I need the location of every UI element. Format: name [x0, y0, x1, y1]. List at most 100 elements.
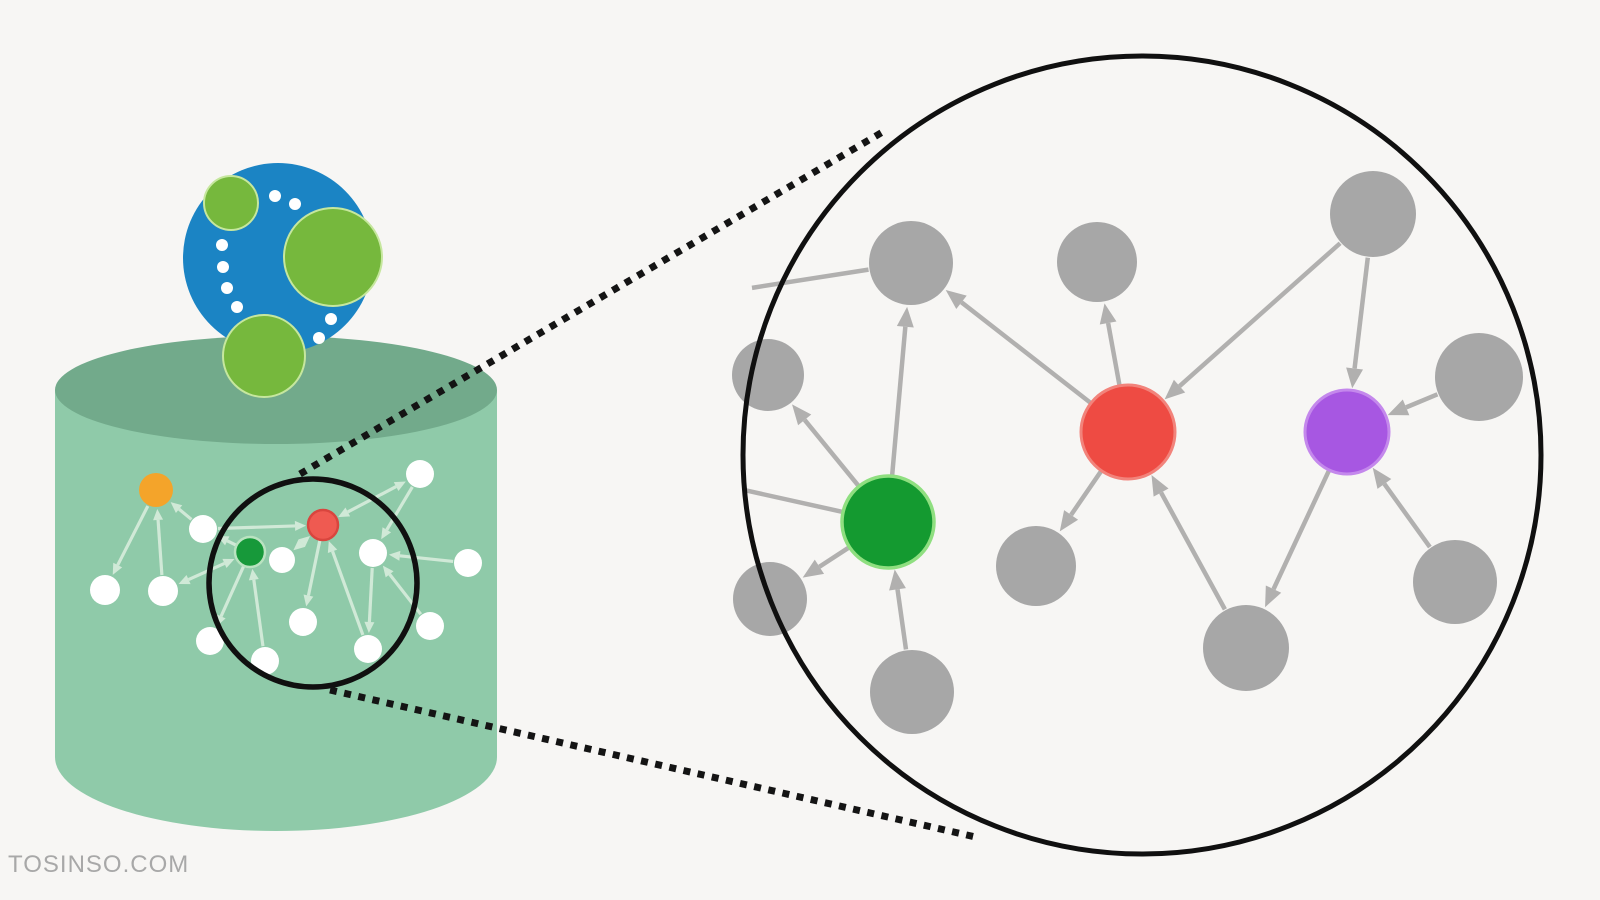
- graph-arrowhead: [364, 621, 375, 634]
- logo-white-dot: [231, 301, 243, 313]
- graph-arrowhead: [945, 290, 967, 310]
- dotted-connector-line: [329, 686, 981, 842]
- mini-graph: [90, 460, 482, 690]
- green-node: [840, 474, 936, 570]
- graph-arrowhead: [294, 520, 307, 531]
- graph-edge: [889, 326, 908, 476]
- graph-arrowhead: [1164, 379, 1186, 400]
- graph-edge: [960, 300, 1092, 405]
- graph-arrowhead: [1387, 399, 1410, 416]
- graph-edge: [1069, 470, 1103, 517]
- watermark-text: TOSINSO.COM: [8, 851, 190, 878]
- graph-edge: [1105, 322, 1122, 386]
- white-node: [251, 647, 279, 675]
- logo-green-bubble: [283, 207, 383, 307]
- gray-node: [869, 221, 953, 305]
- graph-edge: [818, 545, 850, 569]
- logo-white-dot: [269, 190, 281, 202]
- graph-edge: [252, 579, 265, 647]
- graph-edge: [1159, 491, 1227, 611]
- graph-arrowhead: [1346, 367, 1364, 389]
- graph-edge: [1271, 469, 1331, 591]
- graph-edge: [751, 267, 869, 291]
- dotted-connector-line: [298, 126, 888, 478]
- gray-node: [1330, 171, 1416, 257]
- graph-edge: [1352, 257, 1371, 369]
- logo-white-dot: [221, 282, 233, 294]
- graph-arrowhead: [303, 594, 314, 607]
- database-cylinder: [55, 336, 497, 831]
- gray-node: [1413, 540, 1497, 624]
- gray-node: [870, 650, 954, 734]
- gray-node: [1435, 333, 1523, 421]
- gray-node: [1057, 222, 1137, 302]
- graph-arrowhead: [381, 527, 392, 540]
- white-node: [269, 547, 295, 573]
- graph-arrowhead: [298, 536, 311, 547]
- white-node: [354, 635, 382, 663]
- graph-arrowhead: [112, 562, 123, 575]
- graph-edge: [156, 519, 164, 576]
- graph-arrowhead: [382, 565, 394, 578]
- graph-edge: [219, 565, 245, 618]
- graph-edge: [367, 567, 374, 623]
- graph-arrowhead: [889, 569, 906, 591]
- logo-white-dot: [217, 261, 229, 273]
- white-node: [196, 627, 224, 655]
- white-node: [289, 608, 317, 636]
- graph-edge: [187, 561, 226, 582]
- white-node: [406, 460, 434, 488]
- logo-green-bubble: [203, 175, 259, 231]
- white-node: [148, 576, 178, 606]
- logo-white-dot: [325, 313, 337, 325]
- graph-arrowhead: [222, 558, 235, 569]
- purple-node: [1303, 388, 1391, 476]
- graph-arrowhead: [792, 404, 812, 426]
- white-node: [454, 549, 482, 577]
- graph-arrowhead: [1151, 475, 1169, 497]
- white-node: [90, 575, 120, 605]
- graph-edge: [217, 524, 296, 531]
- graph-arrowhead: [293, 539, 306, 551]
- white-node: [189, 515, 217, 543]
- graph-arrowhead: [170, 502, 183, 514]
- logo-white-dot: [216, 239, 228, 251]
- green-node: [233, 535, 267, 569]
- neo4j-logo: [183, 163, 383, 398]
- magnifier-lens-circle: [740, 53, 1544, 857]
- cylinder-body: [55, 390, 497, 831]
- red-node: [1079, 383, 1177, 481]
- graph-edge: [802, 418, 861, 488]
- logo-green-bubble: [222, 314, 306, 398]
- magnifier-source-circle: [206, 476, 420, 690]
- magnified-graph: [732, 53, 1544, 857]
- graph-edge: [399, 554, 454, 564]
- graph-arrowhead: [388, 550, 401, 561]
- graph-arrowhead: [1265, 585, 1282, 608]
- gray-node: [1203, 605, 1289, 691]
- graph-edge: [306, 540, 322, 596]
- graph-arrowhead: [393, 481, 406, 491]
- white-node: [416, 612, 444, 640]
- graph-arrowhead: [327, 540, 338, 554]
- graph-edge: [226, 539, 237, 547]
- graph-edge: [895, 589, 909, 650]
- graph-arrowhead: [802, 559, 825, 578]
- red-node: [306, 508, 340, 542]
- graph-edge: [331, 550, 365, 636]
- magnifier-connector-lines: [298, 126, 981, 842]
- gray-node: [732, 339, 804, 411]
- graph-edge: [116, 505, 150, 566]
- graph-edge: [744, 488, 843, 515]
- graph-edge: [1382, 482, 1432, 549]
- logo-white-dot: [289, 198, 301, 210]
- graph-arrowhead: [1099, 303, 1117, 325]
- graph-arrowhead: [1059, 510, 1079, 532]
- white-node: [359, 539, 387, 567]
- graph-arrowhead: [178, 574, 191, 585]
- graph-arrowhead: [248, 568, 259, 581]
- orange-node: [139, 473, 173, 507]
- graph-edge: [178, 507, 193, 521]
- gray-node: [996, 526, 1076, 606]
